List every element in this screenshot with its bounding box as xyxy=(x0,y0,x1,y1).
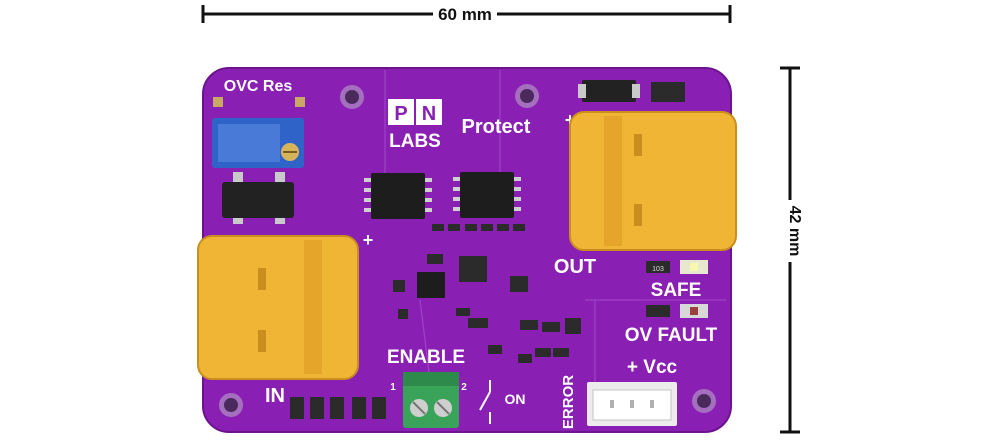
on-label: ON xyxy=(505,391,526,407)
switch-symbol-icon xyxy=(479,380,491,424)
tvs-diode xyxy=(222,172,294,224)
input-plus-label: + xyxy=(363,230,374,250)
logo-letter-p: P xyxy=(394,103,407,125)
error-label: ERROR xyxy=(560,375,577,429)
logo-labs: LABS xyxy=(389,131,441,152)
width-dimension: 60 mm xyxy=(201,5,732,24)
pin-1-label: 1 xyxy=(390,382,396,393)
pin-2-label: 2 xyxy=(461,382,467,393)
in-label: IN xyxy=(265,385,285,407)
mounting-hole-bottom-left xyxy=(219,393,243,417)
ov-fault-led xyxy=(646,304,708,318)
input-xt60-connector[interactable] xyxy=(197,235,359,380)
test-pad xyxy=(213,97,223,107)
product-name: Protect xyxy=(462,116,531,138)
mosfet-ic-1 xyxy=(364,173,432,219)
potentiometer[interactable] xyxy=(212,118,304,168)
pn-labs-logo: P N LABS Protect xyxy=(388,99,531,152)
ovc-res-label: OVC Res xyxy=(224,78,293,95)
out-label: OUT xyxy=(554,256,596,278)
mounting-hole-top-left xyxy=(340,85,364,109)
width-label: 60 mm xyxy=(438,5,492,24)
mounting-hole-bottom-right xyxy=(692,389,716,413)
vcc-label: + Vcc xyxy=(627,357,678,378)
enable-label: ENABLE xyxy=(387,347,465,368)
jst-connector[interactable] xyxy=(587,382,677,426)
safe-label: SAFE xyxy=(651,280,702,301)
safe-led: 103 xyxy=(646,260,708,274)
output-plus-label: + xyxy=(565,110,576,130)
output-xt60-connector[interactable] xyxy=(569,111,737,251)
top-diode xyxy=(578,80,685,102)
height-label: 42 mm xyxy=(786,206,803,257)
test-pad xyxy=(295,97,305,107)
small-ic xyxy=(417,272,445,298)
resistor-code: 103 xyxy=(652,266,664,273)
height-dimension: 42 mm xyxy=(780,66,803,434)
smd-passives xyxy=(393,224,581,363)
ov-fault-label: OV FAULT xyxy=(625,325,718,346)
enable-terminal-block[interactable] xyxy=(403,372,459,428)
header-resistor-row xyxy=(290,397,386,419)
logo-letter-n: N xyxy=(422,103,436,125)
mosfet-ic-2 xyxy=(453,172,521,218)
mounting-hole-top-right xyxy=(515,84,539,108)
